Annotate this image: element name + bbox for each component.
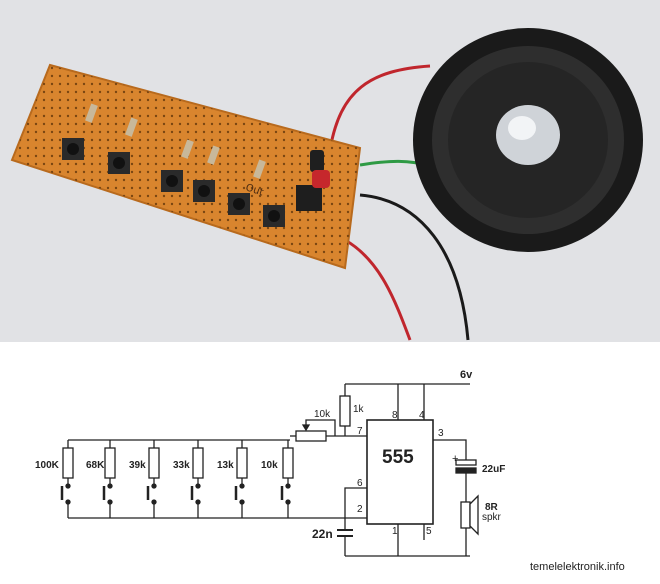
pcb-out-text: Out [244, 182, 265, 198]
speaker-ohm-label: 8R [485, 502, 499, 513]
pin-6-label: 6 [357, 478, 363, 489]
supply-label: 6v [460, 369, 473, 381]
speaker-symbol-body [460, 501, 471, 529]
pin-5-label: 5 [426, 526, 432, 537]
branch-6 [280, 440, 294, 518]
resistor-label-1: 100K [35, 460, 60, 471]
cap-22uf-plus: + [452, 453, 458, 465]
resistor-1k-label: 1k [353, 404, 365, 415]
resistor-label-5: 13k [217, 460, 234, 471]
pcb-resistors [85, 103, 266, 179]
schematic [60, 383, 479, 557]
branch-4 [190, 440, 204, 518]
pin-4-label: 4 [419, 410, 425, 421]
resistor-1k [339, 395, 351, 427]
wire-pin6-pin2 [344, 487, 367, 519]
pcb-film-cap [312, 170, 330, 188]
ic-555 [366, 419, 434, 525]
ic-label: 555 [382, 447, 414, 468]
pot-wiper-wire [305, 419, 336, 436]
red-wire-2 [344, 238, 412, 341]
branch-3 [146, 440, 160, 518]
pin-1-label: 1 [392, 526, 398, 537]
red-wire [328, 64, 431, 151]
photo: Out [0, 0, 660, 342]
pin-3-label: 3 [438, 428, 444, 439]
cap-22n-label: 22n [312, 527, 333, 541]
branch-1 [60, 440, 74, 518]
branch-5 [234, 440, 248, 518]
cap-22uf-plate-bottom [455, 467, 477, 474]
speaker-symbol-cone [469, 494, 479, 536]
pin-2-label: 2 [357, 504, 363, 515]
key-branches [60, 440, 294, 518]
resistor-label-2: 68K [86, 460, 105, 471]
resistor-label-6: 10k [261, 460, 278, 471]
pcb-ic [296, 185, 322, 211]
speaker-label: spkr [482, 512, 502, 523]
pcb-electrolytic-cap [310, 150, 324, 172]
pin-8-label: 8 [392, 410, 398, 421]
pcb-buttons [62, 138, 285, 227]
cap-22uf-plate-top [455, 459, 477, 466]
cap-22uf-label: 22uF [482, 464, 505, 475]
pcb-board: Out [10, 63, 362, 270]
speaker-photo [413, 28, 643, 252]
pin-7-label: 7 [357, 426, 363, 437]
credit-text: temelelektronik.info [530, 561, 625, 573]
resistor-label-4: 33k [173, 460, 190, 471]
potentiometer [295, 430, 327, 442]
wire-output [433, 439, 467, 460]
resistor-label-3: 39k [129, 460, 146, 471]
branch-2 [102, 440, 116, 518]
pot-wiper-arrow [301, 424, 311, 432]
schematic-labels: 6v 555 8 4 7 3 6 2 1 5 1k 10k 22n 22uF +… [35, 369, 505, 541]
black-wire [359, 193, 470, 341]
pot-label: 10k [314, 409, 331, 420]
